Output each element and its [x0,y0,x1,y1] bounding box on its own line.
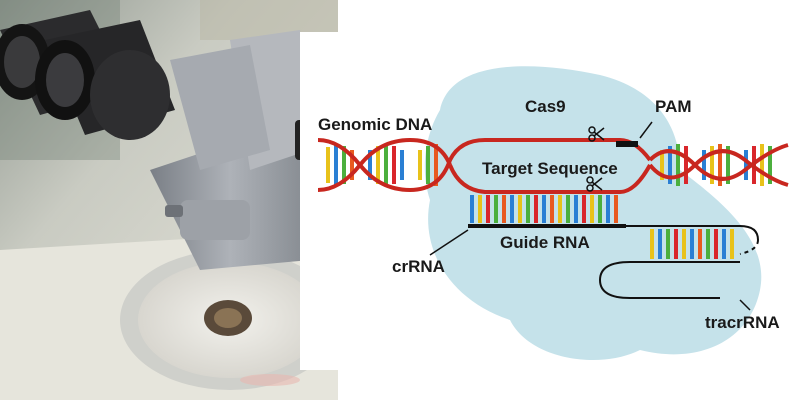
tracrrna-label: tracrRNA [705,313,780,332]
pam-leader-line [639,121,653,139]
scissors-icon [586,176,603,192]
genomic-dna-label: Genomic DNA [318,115,432,134]
crispr-diagram: Genomic DNA Cas9 PAM Target Sequence Gui… [300,32,800,370]
microscope-photo [0,0,338,400]
tracrrna-leader-line [739,299,751,311]
scissors-icon [588,126,605,142]
guide-rna-base-pairs [470,195,618,223]
crrna-leader-line [429,229,469,256]
dna-helix-right [648,143,789,187]
target-sequence-label: Target Sequence [482,159,618,178]
tracrrna-structure [598,225,759,299]
cas9-label: Cas9 [525,97,566,116]
crrna-label: crRNA [392,257,445,276]
dna-helix-left [317,137,452,193]
pam-marker [616,141,638,147]
guide-rna-label: Guide RNA [500,233,590,252]
pam-label: PAM [655,97,692,116]
